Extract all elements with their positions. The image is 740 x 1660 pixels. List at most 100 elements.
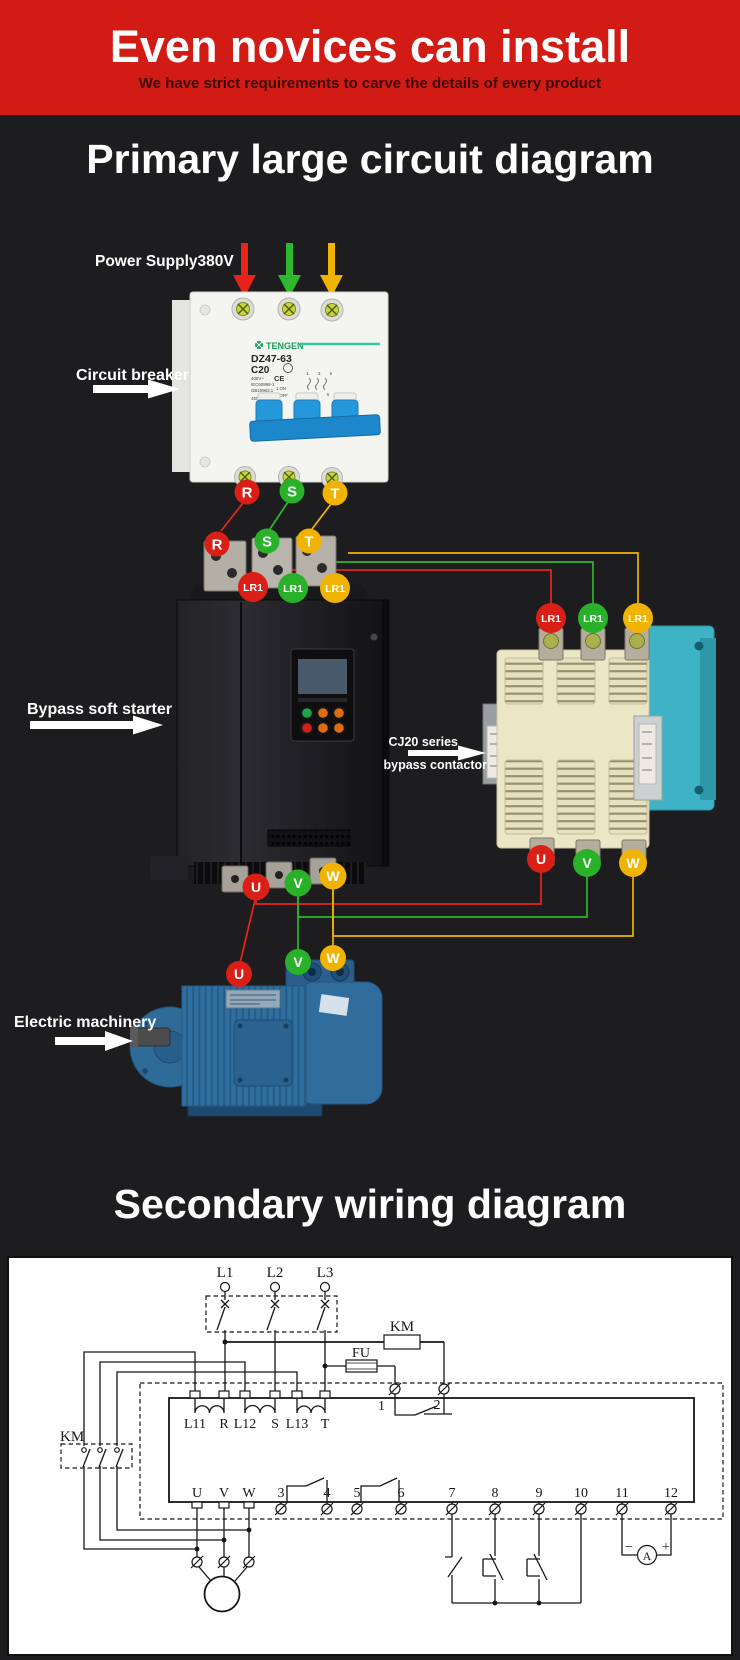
svg-text:S: S bbox=[287, 484, 297, 501]
km-contact-wiring: KM bbox=[60, 1351, 298, 1552]
starter-display bbox=[290, 648, 355, 742]
terminal-r-label: R bbox=[219, 1417, 229, 1432]
page-subtitle: We have strict requirements to carve the… bbox=[138, 74, 602, 92]
terminal-5-label: 5 bbox=[354, 1486, 361, 1501]
lr1-badge-green-left: LR1 bbox=[278, 573, 308, 603]
electric-motor bbox=[129, 959, 383, 1117]
switch-3-4 bbox=[286, 1477, 328, 1502]
w-badge-contactor: W bbox=[619, 849, 647, 877]
terminal-l11-label: L11 bbox=[184, 1417, 206, 1432]
motor-sticker bbox=[318, 994, 350, 1016]
secondary-diagram-panel: L1 L2 L3 KM bbox=[7, 1256, 733, 1656]
svg-text:LR1: LR1 bbox=[583, 613, 603, 625]
svg-text:LR1: LR1 bbox=[283, 583, 303, 595]
breaker-ce-mark: CE bbox=[274, 374, 284, 383]
soft-starter-label: Bypass soft starter bbox=[27, 701, 172, 718]
breaker-brand: TENGEN bbox=[266, 341, 304, 351]
w-badge-starter: W bbox=[319, 862, 347, 890]
svg-text:W: W bbox=[326, 868, 340, 884]
breaker-model: DZ47-63 bbox=[251, 353, 292, 365]
svg-text:T: T bbox=[330, 486, 339, 503]
svg-text:LR1: LR1 bbox=[541, 613, 561, 625]
breaker-top-terminals bbox=[231, 297, 344, 322]
contactor-label-line2: bypass contactor bbox=[383, 758, 487, 772]
phase-badge-r-mid: R bbox=[204, 531, 230, 557]
header-banner: Even novices can install We have strict … bbox=[0, 0, 740, 115]
input-l1-label: L1 bbox=[217, 1265, 234, 1281]
ammeter-minus: − bbox=[625, 1540, 633, 1555]
svg-text:U: U bbox=[251, 879, 261, 895]
phase-badge-s-mid: S bbox=[254, 528, 280, 554]
motor-arrow-icon bbox=[55, 1031, 133, 1051]
control-circuit bbox=[445, 1514, 582, 1606]
page-title: Even novices can install bbox=[109, 21, 631, 73]
svg-text:V: V bbox=[582, 855, 592, 871]
terminal-2-label: 2 bbox=[434, 1398, 441, 1413]
terminal-9-label: 9 bbox=[536, 1486, 543, 1501]
breaker-spec: IEC60898-1 bbox=[251, 382, 275, 387]
starter-body bbox=[176, 599, 390, 867]
breaker-off-mark: 0 OFF bbox=[276, 393, 288, 398]
breaker-poles-top: 1 3 5 bbox=[306, 371, 336, 376]
terminal-3-label: 3 bbox=[278, 1486, 285, 1501]
input-l3-label: L3 bbox=[317, 1265, 334, 1281]
motor-symbol bbox=[203, 1575, 241, 1613]
phase-badge-s-top: S bbox=[279, 478, 305, 504]
u-badge-motor: U bbox=[226, 961, 252, 987]
ammeter-circuit: A − + bbox=[621, 1514, 672, 1566]
breaker-dashed-box bbox=[205, 1295, 338, 1333]
breaker-terminal-screw bbox=[231, 297, 255, 321]
v-badge-starter: V bbox=[284, 869, 312, 897]
u-badge-contactor: U bbox=[527, 845, 555, 873]
breaker-hole bbox=[199, 456, 211, 468]
breaker-hole bbox=[199, 304, 211, 316]
starter-terminal-strip bbox=[267, 829, 351, 847]
terminal-8-label: 8 bbox=[492, 1486, 499, 1501]
fu-fuse-branch: FU bbox=[322, 1346, 396, 1384]
ammeter-plus: + bbox=[662, 1540, 670, 1555]
ct-coils bbox=[194, 1398, 326, 1414]
power-supply-arrows bbox=[233, 243, 343, 297]
ammeter-label: A bbox=[643, 1549, 652, 1563]
secondary-section-title: Secondary wiring diagram bbox=[113, 1181, 627, 1227]
svg-text:LR1: LR1 bbox=[628, 613, 648, 625]
output-v-label: V bbox=[219, 1486, 229, 1501]
breaker-side bbox=[172, 300, 194, 472]
lr1-badge-yellow-right: LR1 bbox=[623, 603, 653, 633]
svg-text:V: V bbox=[293, 875, 303, 891]
phase-badges: R S T R S T LR1 LR1 LR1 LR1 LR1 LR1 U V … bbox=[204, 478, 653, 987]
circuit-breaker-label: Circuit breaker bbox=[76, 367, 189, 384]
lr1-badge-red-left: LR1 bbox=[238, 572, 268, 602]
breaker-brand-logo-icon bbox=[254, 340, 264, 350]
switch-5-6 bbox=[360, 1477, 400, 1502]
terminal-1-label: 1 bbox=[378, 1399, 385, 1414]
w-badge-motor: W bbox=[320, 945, 346, 971]
svg-text:U: U bbox=[234, 966, 244, 982]
svg-text:V: V bbox=[293, 954, 303, 970]
terminal-10-label: 10 bbox=[574, 1486, 588, 1501]
phase-arrow-t-icon bbox=[320, 243, 343, 297]
breaker-spec: GB10963.1 bbox=[251, 388, 274, 393]
km-contacts-label: KM bbox=[60, 1429, 84, 1445]
phase-wires-top bbox=[220, 501, 639, 603]
svg-text:R: R bbox=[212, 537, 223, 554]
breaker-spec: 4500A bbox=[251, 396, 264, 401]
contactor-bottom-vents bbox=[504, 759, 648, 835]
km-coil-label: KM bbox=[390, 1319, 414, 1335]
circuit-breaker-arrow-icon bbox=[93, 379, 180, 399]
starter-screw bbox=[370, 633, 378, 641]
contactor-label-line1: CJ20 series bbox=[388, 735, 458, 749]
bypass-contactor bbox=[482, 625, 716, 869]
svg-text:W: W bbox=[626, 855, 640, 871]
svg-text:S: S bbox=[262, 534, 272, 551]
breaker-rating: C20 bbox=[251, 365, 270, 376]
terminal-l12-label: L12 bbox=[234, 1417, 257, 1432]
soft-starter-arrow-icon bbox=[30, 715, 163, 735]
breaker-cert-mark-icon bbox=[283, 363, 293, 373]
soft-starter bbox=[150, 535, 390, 893]
breaker-spec: 400V~ bbox=[251, 376, 264, 381]
phase-badge-r-top: R bbox=[234, 479, 260, 505]
breaker-on-mark: 1 ON bbox=[276, 386, 286, 391]
breaker-terminal-screw bbox=[320, 298, 344, 322]
starter-mount-tab bbox=[150, 856, 188, 880]
